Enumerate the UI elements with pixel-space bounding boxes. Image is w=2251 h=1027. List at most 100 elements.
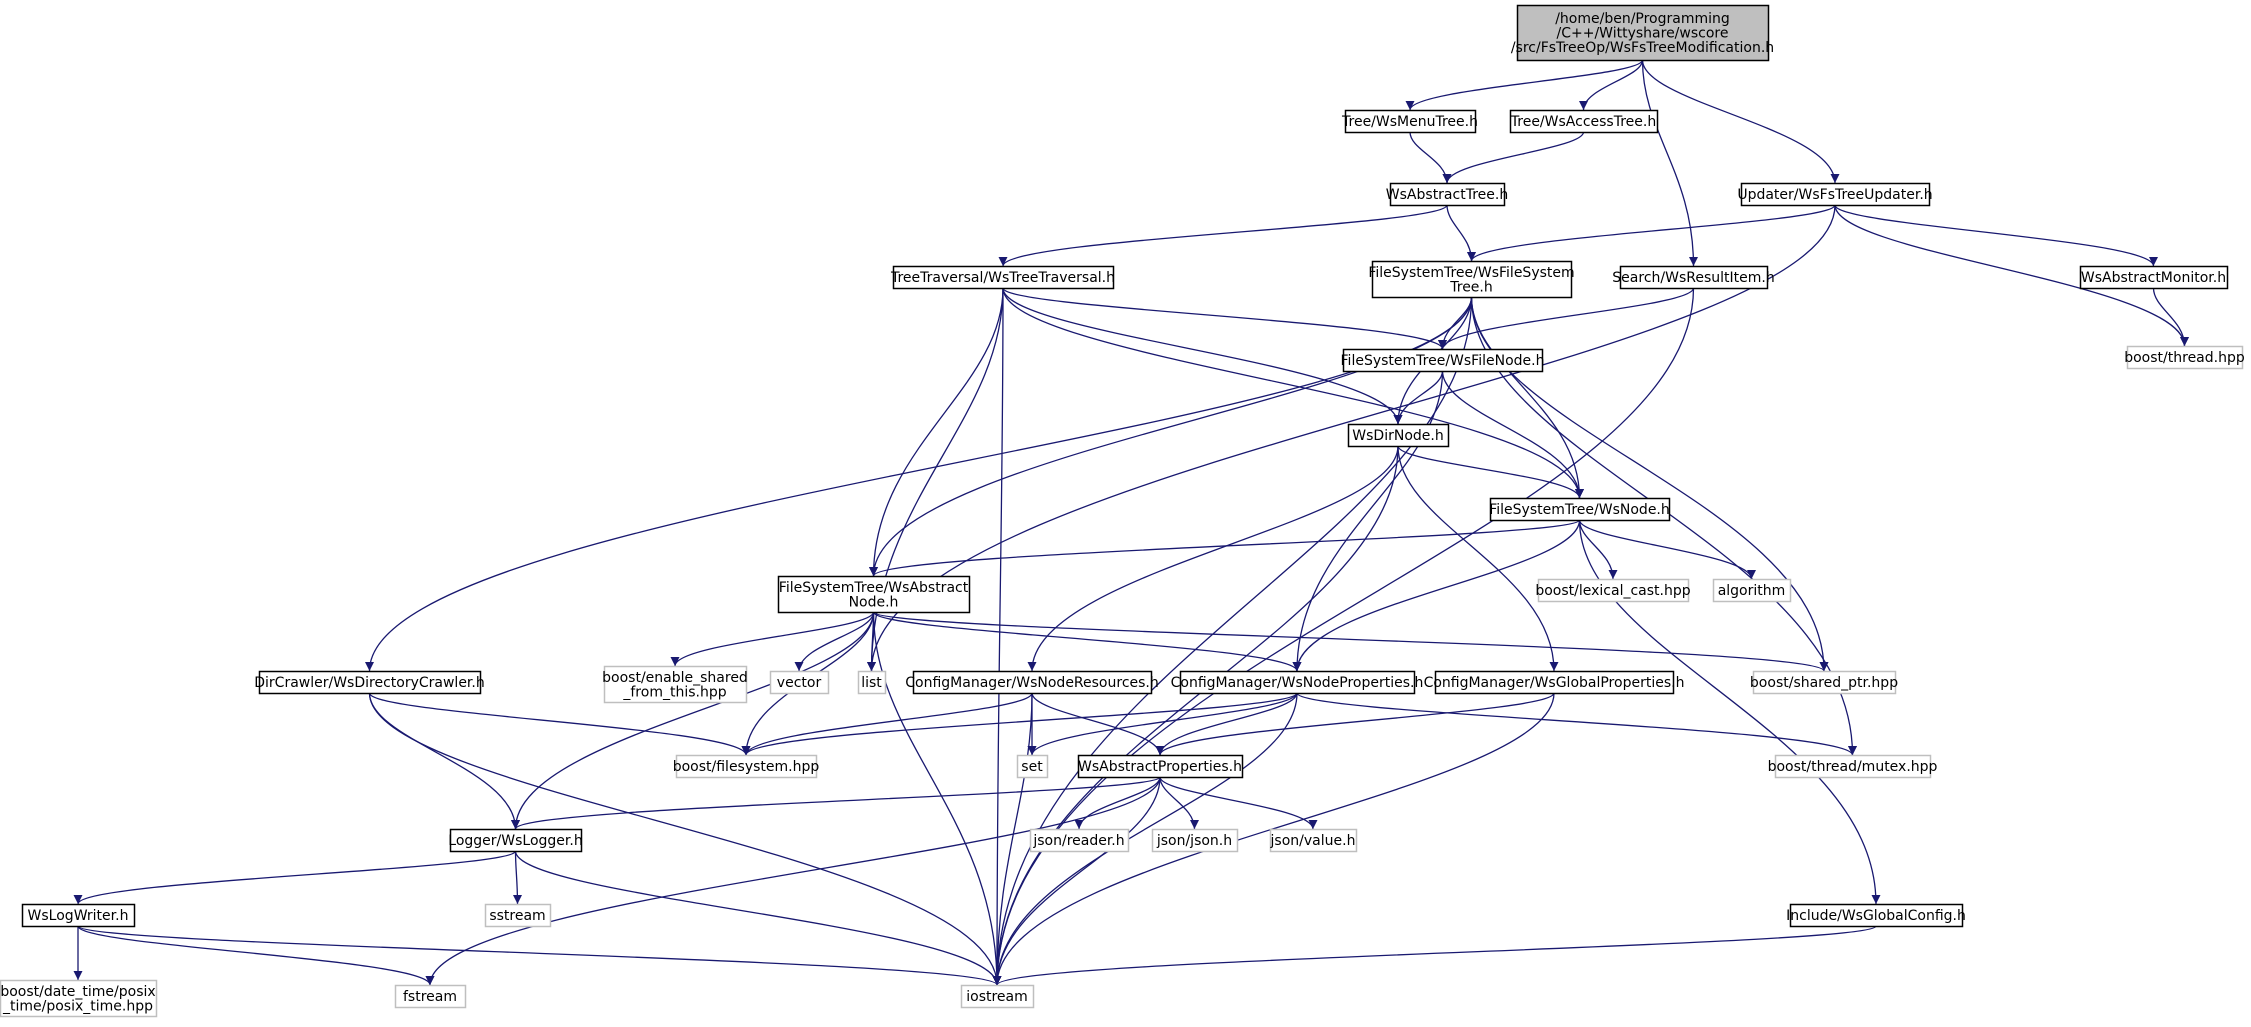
- node-resultitem[interactable]: Search/WsResultItem.h: [1612, 265, 1775, 290]
- node-set: set: [1016, 754, 1049, 779]
- node-box: [1389, 182, 1506, 207]
- node-box: [777, 575, 971, 614]
- node-box: [21, 903, 136, 928]
- dependency-nodes: /home/ben/Programming/C++/Wittyshare/wsc…: [0, 4, 2245, 1018]
- edge-globalconfig-to-iostream: [992, 925, 1877, 986]
- edge-abstracttree-to-filesystemtree: [1446, 204, 1476, 262]
- node-root[interactable]: /home/ben/Programming/C++/Wittyshare/wsc…: [1511, 4, 1774, 62]
- node-box: [1347, 423, 1450, 448]
- node-logger[interactable]: Logger/WsLogger.h: [448, 828, 583, 853]
- node-wsnode[interactable]: FileSystemTree/WsNode.h: [1489, 497, 1671, 522]
- node-box: [769, 670, 830, 695]
- node-label: boost/filesystem.hpp: [673, 759, 820, 775]
- edge-dirnode-to-globalproperties: [1397, 445, 1559, 672]
- edge-nodeproperties-to-iostream: [992, 692, 1298, 986]
- node-box: [1537, 578, 1690, 603]
- node-box: [892, 265, 1115, 290]
- edge-abstractmonitor-to-boostthread: [2152, 287, 2189, 347]
- edge-dircrawler-to-logger: [368, 692, 520, 830]
- node-label: TreeTraversal/WsTreeTraversal.h: [890, 270, 1115, 286]
- node-treetraversal[interactable]: TreeTraversal/WsTreeTraversal.h: [890, 265, 1115, 290]
- edge-treetraversal-to-abstractnode: [869, 287, 1004, 577]
- edge-filesystemtree-to-iostream: [992, 296, 1473, 986]
- node-noderesources[interactable]: ConfigManager/WsNodeResources.h: [905, 670, 1159, 695]
- edge-abstractnode-to-nodeproperties: [872, 611, 1302, 672]
- node-label: sstream: [489, 908, 545, 924]
- node-nodeproperties[interactable]: ConfigManager/WsNodeProperties.h: [1171, 670, 1424, 695]
- edge-wsnode-to-lexicalcast: [1578, 519, 1618, 580]
- node-label: Tree/WsMenuTree.h: [1341, 114, 1478, 130]
- node-abstractmonitor[interactable]: WsAbstractMonitor.h: [2079, 265, 2229, 290]
- node-dircrawler[interactable]: DirCrawler/WsDirectoryCrawler.h: [254, 670, 485, 695]
- node-globalproperties[interactable]: ConfigManager/WsGlobalProperties.h: [1424, 670, 1685, 695]
- edge-dircrawler-to-iostream: [368, 692, 1002, 986]
- edge-wsnode-to-nodeproperties: [1292, 519, 1581, 672]
- node-menutree[interactable]: Tree/WsMenuTree.h: [1341, 109, 1478, 134]
- node-box: [1712, 578, 1792, 603]
- node-filenode[interactable]: FileSystemTree/WsFileNode.h: [1341, 348, 1545, 373]
- node-label: /src/FsTreeOp/WsFsTreeModification.h: [1511, 40, 1774, 56]
- node-logwriter[interactable]: WsLogWriter.h: [21, 903, 136, 928]
- node-label: Tree.h: [1449, 279, 1493, 295]
- node-dirnode[interactable]: WsDirNode.h: [1347, 423, 1450, 448]
- edge-root-to-accesstree: [1579, 59, 1644, 111]
- node-label: FileSystemTree/WsFileNode.h: [1341, 353, 1545, 369]
- node-box: [912, 670, 1153, 695]
- node-label: FileSystemTree/WsFileSystem: [1368, 265, 1574, 281]
- node-box: [1774, 754, 1932, 779]
- node-jsonjson: json/json.h: [1151, 828, 1239, 853]
- node-label: Tree/WsAccessTree.h: [1510, 114, 1656, 130]
- edge-dirnode-to-iostream: [992, 445, 1399, 986]
- edge-logwriter-to-iostream: [77, 925, 1002, 986]
- node-label: fstream: [403, 989, 457, 1005]
- node-box: [1344, 109, 1477, 134]
- node-globalconfig[interactable]: Include/WsGlobalConfig.h: [1786, 903, 1966, 928]
- edge-dirnode-to-wsnode: [1397, 445, 1584, 499]
- edge-root-to-resultitem: [1641, 59, 1698, 267]
- edge-abstractproperties-to-logger: [511, 776, 1161, 830]
- edge-abstractproperties-to-jsonjson: [1159, 776, 1199, 830]
- node-box: [1516, 4, 1770, 62]
- node-label: _from_this.hpp: [622, 684, 726, 700]
- edge-treetraversal-to-wsnode: [1002, 287, 1584, 499]
- edge-globalproperties-to-iostream: [992, 692, 1555, 986]
- edge-filesystemtree-to-wsnode: [1470, 296, 1584, 499]
- node-box: [1740, 182, 1931, 207]
- node-abstractproperties[interactable]: WsAbstractProperties.h: [1077, 754, 1244, 779]
- node-accesstree[interactable]: Tree/WsAccessTree.h: [1509, 109, 1659, 134]
- edge-wsnode-to-abstractnode: [869, 519, 1581, 577]
- node-label: /home/ben/Programming: [1555, 11, 1730, 27]
- node-label: iostream: [966, 989, 1028, 1005]
- node-abstracttree[interactable]: WsAbstractTree.h: [1386, 182, 1508, 207]
- node-label: FileSystemTree/WsNode.h: [1489, 502, 1670, 518]
- edge-abstracttree-to-treetraversal: [998, 204, 1448, 267]
- edge-filenode-to-nodeproperties: [1292, 370, 1444, 672]
- edge-abstractproperties-to-fstream: [425, 776, 1161, 986]
- node-filesystem: boost/filesystem.hpp: [673, 754, 820, 779]
- node-label: FileSystemTree/WsAbstract: [779, 580, 969, 596]
- node-box: [1151, 828, 1239, 853]
- edge-wsnode-to-globalconfig: [1578, 519, 1881, 905]
- node-box: [675, 754, 818, 779]
- node-box: [1434, 670, 1675, 695]
- dependency-edges: [73, 59, 2189, 986]
- node-fstreeupdater[interactable]: Updater/WsFsTreeUpdater.h: [1737, 182, 1933, 207]
- edge-abstractnode-to-enableshared: [670, 611, 875, 667]
- node-lexicalcast: boost/lexical_cast.hpp: [1535, 578, 1691, 603]
- edge-wsnode-to-algorithm: [1578, 519, 1756, 580]
- node-label: vector: [777, 675, 822, 691]
- edge-accesstree-to-abstracttree: [1442, 131, 1585, 184]
- node-box: [449, 828, 583, 853]
- edge-menutree-to-abstracttree: [1409, 131, 1452, 184]
- node-box: [2126, 345, 2244, 370]
- node-box: [1489, 497, 1671, 522]
- edge-noderesources-to-filesystem: [741, 692, 1033, 756]
- node-box: [1077, 754, 1244, 779]
- node-label: WsAbstractProperties.h: [1078, 759, 1242, 775]
- node-label: boost/thread.hpp: [2124, 350, 2245, 366]
- node-jsonreader: json/reader.h: [1029, 828, 1130, 853]
- node-box: [484, 903, 552, 928]
- edge-resultitem-to-filenode: [1438, 287, 1695, 350]
